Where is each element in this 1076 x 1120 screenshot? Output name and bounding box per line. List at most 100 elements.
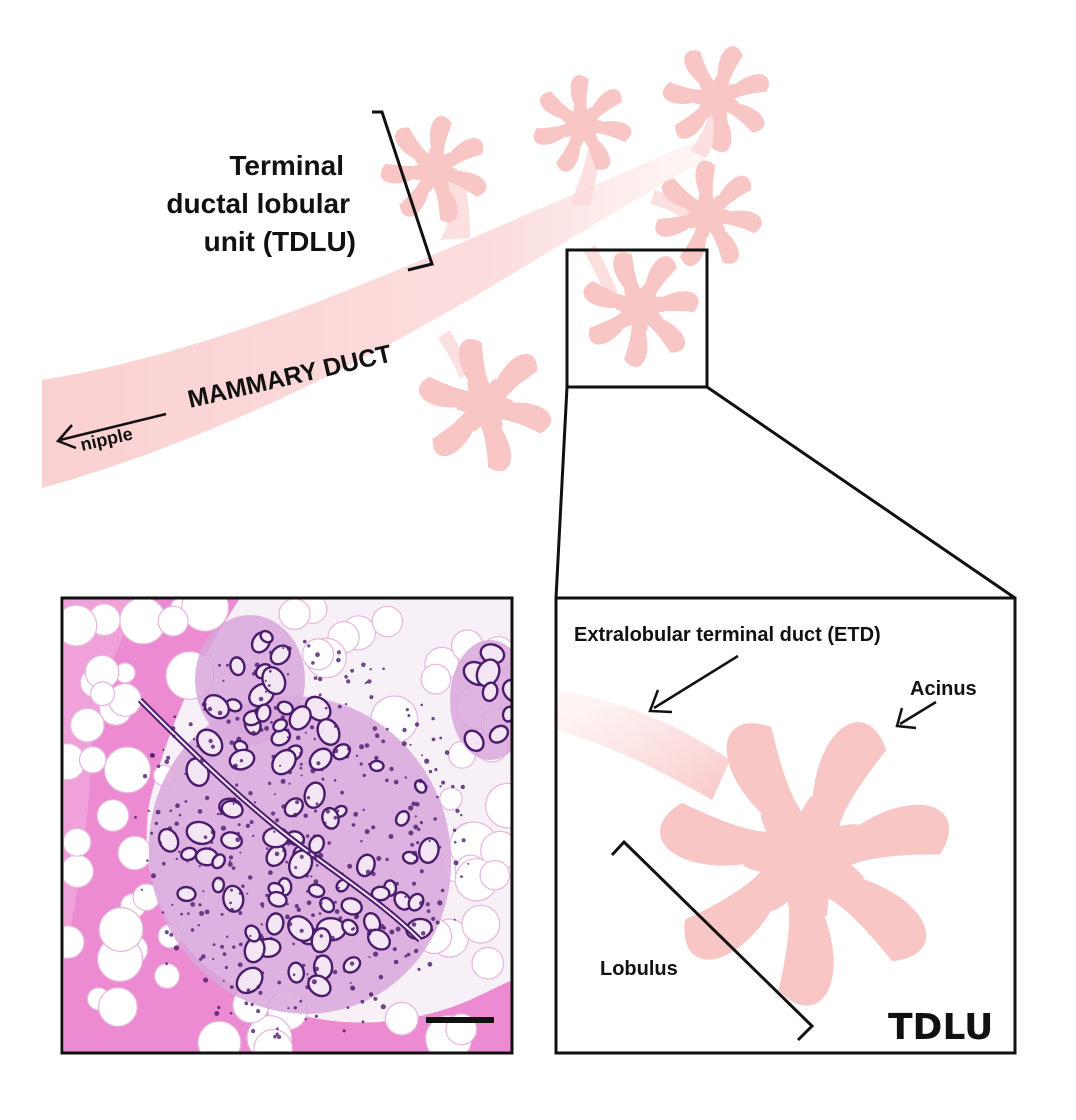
gland bbox=[341, 918, 359, 937]
nucleus bbox=[307, 977, 310, 980]
nucleus bbox=[251, 1029, 256, 1034]
nucleus bbox=[314, 1014, 318, 1018]
nucleus bbox=[374, 733, 380, 738]
nucleus bbox=[333, 748, 339, 754]
fat-cell bbox=[420, 663, 452, 695]
nucleus bbox=[361, 1020, 365, 1024]
nucleus bbox=[256, 985, 261, 989]
gland bbox=[481, 681, 499, 703]
fat-cell bbox=[98, 987, 138, 1027]
nucleus bbox=[302, 963, 306, 968]
nucleus bbox=[414, 815, 417, 818]
nucleus bbox=[276, 1027, 279, 1030]
nucleus bbox=[216, 812, 220, 816]
nucleus bbox=[460, 875, 463, 878]
nucleus bbox=[151, 753, 156, 758]
fat-cell bbox=[278, 598, 311, 630]
nucleus bbox=[404, 776, 407, 779]
nucleus bbox=[236, 736, 242, 742]
nucleus bbox=[461, 838, 466, 843]
nucleus bbox=[310, 875, 313, 878]
gland bbox=[308, 747, 333, 772]
nucleus bbox=[162, 748, 165, 751]
nucleus bbox=[439, 785, 442, 788]
nucleus bbox=[327, 974, 331, 977]
nucleus bbox=[428, 839, 431, 843]
nucleus bbox=[332, 969, 338, 975]
nucleus bbox=[199, 911, 205, 916]
gland bbox=[394, 810, 411, 827]
nucleus bbox=[270, 720, 273, 724]
nucleus bbox=[362, 808, 365, 812]
nucleus bbox=[249, 934, 252, 938]
gland bbox=[463, 729, 485, 753]
nucleus bbox=[241, 884, 245, 888]
nucleus bbox=[229, 907, 235, 913]
nucleus bbox=[346, 679, 351, 684]
gland bbox=[488, 724, 510, 744]
nucleus bbox=[222, 952, 227, 956]
nucleus bbox=[287, 770, 292, 775]
nucleus bbox=[359, 744, 364, 750]
nucleus bbox=[426, 909, 431, 913]
nucleus bbox=[259, 933, 263, 937]
nucleus bbox=[156, 764, 161, 768]
nucleus bbox=[180, 912, 184, 916]
nucleus bbox=[287, 1007, 290, 1010]
nucleus bbox=[175, 857, 178, 861]
gland bbox=[393, 890, 412, 911]
nucleus bbox=[164, 930, 169, 935]
nucleus bbox=[158, 841, 162, 845]
lobule-large-shape bbox=[660, 722, 950, 1006]
nucleus bbox=[171, 903, 174, 906]
nucleus bbox=[421, 931, 426, 936]
nucleus bbox=[274, 904, 277, 907]
nucleus bbox=[311, 661, 315, 665]
nucleus bbox=[320, 768, 324, 772]
nucleus bbox=[315, 652, 320, 658]
nucleus bbox=[351, 823, 356, 827]
nucleus bbox=[369, 695, 374, 700]
nucleus bbox=[268, 870, 273, 876]
nucleus bbox=[333, 900, 337, 904]
nucleus bbox=[256, 1009, 261, 1014]
gland bbox=[501, 678, 512, 705]
lobule-flower bbox=[583, 252, 699, 367]
nucleus bbox=[319, 901, 323, 906]
nucleus bbox=[312, 834, 317, 838]
lobule-large bbox=[660, 722, 950, 1006]
nucleus bbox=[199, 758, 205, 763]
nucleus bbox=[270, 936, 273, 939]
nucleus bbox=[353, 897, 356, 901]
nucleus bbox=[273, 1034, 277, 1039]
nucleus bbox=[155, 809, 161, 815]
nucleus bbox=[246, 892, 249, 895]
nucleus bbox=[389, 929, 395, 935]
nucleus bbox=[313, 676, 318, 680]
nucleus bbox=[411, 922, 417, 927]
nucleus bbox=[140, 888, 143, 891]
nucleus bbox=[295, 800, 300, 805]
nucleus bbox=[164, 759, 170, 765]
nucleus bbox=[275, 1032, 279, 1036]
nucleus bbox=[286, 646, 292, 652]
nucleus bbox=[259, 728, 264, 732]
nucleus bbox=[260, 923, 263, 926]
fat-cell bbox=[90, 681, 116, 707]
fat-cell bbox=[461, 904, 501, 944]
gland bbox=[316, 718, 341, 746]
nucleus bbox=[366, 931, 372, 936]
nucleus bbox=[359, 762, 363, 766]
nucleus bbox=[212, 957, 215, 961]
nucleus bbox=[347, 863, 353, 869]
nucleus bbox=[277, 980, 282, 985]
nucleus bbox=[229, 1012, 233, 1015]
nucleus bbox=[199, 957, 203, 961]
tdlu-panel-label: TDLU bbox=[888, 1007, 993, 1048]
nucleus bbox=[229, 740, 234, 745]
nucleus bbox=[154, 821, 159, 826]
nucleus bbox=[360, 840, 363, 843]
nucleus bbox=[380, 1004, 386, 1010]
nucleus bbox=[344, 703, 348, 706]
fat-cell bbox=[371, 605, 404, 638]
